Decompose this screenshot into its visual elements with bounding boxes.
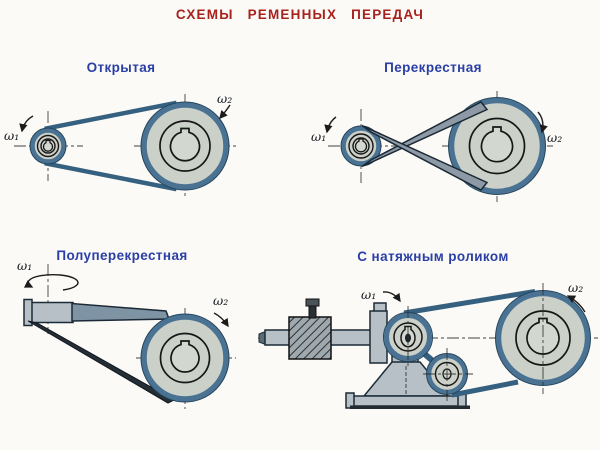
rotation-arrow-omega1 bbox=[324, 116, 337, 134]
omega1-label-crossed: ω₁ bbox=[311, 129, 327, 144]
diagram-tension-roller bbox=[258, 283, 598, 409]
large-pulley bbox=[140, 101, 230, 191]
section-label-half-crossed: Полуперекрестная bbox=[56, 248, 188, 263]
rotation-arrow-omega2 bbox=[219, 104, 231, 120]
omega2-label-crossed: ω₂ bbox=[547, 130, 563, 145]
rotation-arrow-omega2 bbox=[566, 295, 586, 313]
rotation-arrow-omega1 bbox=[19, 115, 34, 133]
section-label-tension-roller: С натяжным роликом bbox=[357, 249, 509, 264]
twisted-belt bbox=[27, 302, 176, 404]
diagram-crossed bbox=[324, 91, 553, 202]
rotation-arrow-omega2 bbox=[213, 312, 229, 328]
page-title: СХЕМЫ РЕМЕННЫХ ПЕРЕДАЧ bbox=[175, 7, 425, 22]
rotation-arrow-omega1 bbox=[382, 291, 401, 303]
section-label-crossed: Перекрестная bbox=[384, 60, 482, 75]
support-bracket bbox=[369, 302, 388, 364]
tension-roller bbox=[423, 348, 473, 401]
omega1-label-open: ω₁ bbox=[4, 128, 20, 143]
omega2-label-half-crossed: ω₂ bbox=[213, 293, 229, 308]
large-pulley bbox=[448, 97, 546, 195]
rotation-arrow-omega1 bbox=[23, 273, 79, 291]
belt bbox=[44, 100, 177, 192]
omega2-label-tension-roller: ω₂ bbox=[568, 280, 584, 295]
omega1-label-half-crossed: ω₁ bbox=[17, 258, 33, 273]
driving-pulley bbox=[383, 306, 433, 369]
bearing-block bbox=[288, 298, 332, 360]
diagram-half-crossed bbox=[23, 264, 236, 409]
large-pulley bbox=[495, 283, 591, 394]
edge-on-pulley bbox=[23, 298, 74, 327]
omega1-label-tension-roller: ω₁ bbox=[361, 287, 377, 302]
large-pulley bbox=[140, 313, 230, 403]
small-pulley bbox=[29, 127, 67, 165]
omega2-label-open: ω₂ bbox=[217, 91, 233, 106]
section-label-open: Открытая bbox=[86, 60, 156, 75]
rotation-arrow-omega2 bbox=[537, 111, 548, 134]
diagram-open bbox=[14, 94, 237, 199]
crossed-belt bbox=[361, 101, 489, 191]
small-pulley bbox=[340, 125, 382, 167]
